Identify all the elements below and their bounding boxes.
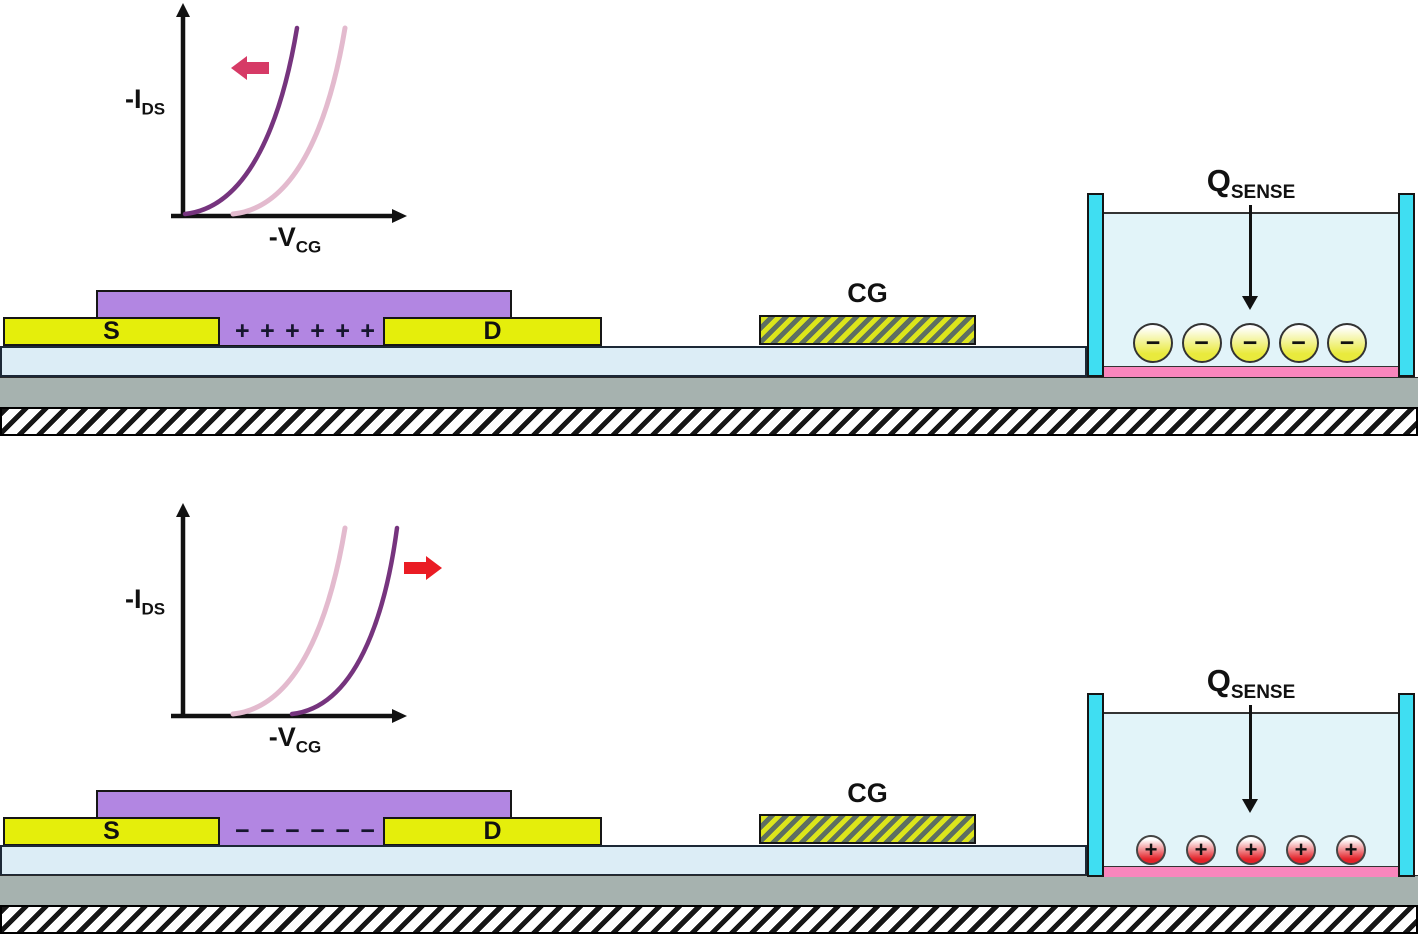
curve-shifted bbox=[289, 525, 400, 717]
channel-charge-symbol: + bbox=[285, 317, 300, 345]
qsense-arrow-line bbox=[1249, 205, 1252, 297]
channel-charge-symbol: + bbox=[335, 317, 350, 345]
well-right-wall bbox=[1398, 193, 1415, 377]
curve-initial bbox=[230, 25, 348, 217]
y-axis-arrow-icon bbox=[176, 503, 190, 517]
drain-electrode: D bbox=[383, 817, 602, 846]
channel-charge-symbol: − bbox=[335, 817, 350, 845]
drain-label: D bbox=[483, 317, 502, 345]
qsense-arrow-line bbox=[1249, 705, 1252, 800]
base-hatched-layer bbox=[0, 905, 1418, 934]
shift-arrow-right-icon bbox=[404, 556, 442, 580]
channel-charges: + + + + + + bbox=[235, 317, 375, 346]
drain-electrode: D bbox=[383, 317, 602, 346]
transfer-curve-plot-bottom: -IDS -VCG bbox=[115, 500, 455, 780]
channel-charge-symbol: − bbox=[360, 817, 375, 845]
source-label: S bbox=[103, 817, 120, 845]
negative-particle: − bbox=[1181, 323, 1222, 363]
charge-particles: −−−−− bbox=[1133, 323, 1367, 363]
qsense-label: QSENSE bbox=[1206, 163, 1296, 204]
curve-shifted bbox=[182, 25, 300, 217]
shift-arrow-left-icon bbox=[231, 56, 269, 80]
base-hatched-layer bbox=[0, 407, 1418, 436]
channel-charges: −−−−−− bbox=[235, 817, 375, 846]
negative-particle: − bbox=[1230, 323, 1270, 363]
channel-charge-symbol: − bbox=[285, 817, 300, 845]
x-axis-label: -VCG bbox=[268, 222, 322, 257]
source-electrode: S bbox=[3, 817, 220, 846]
curve-initial bbox=[230, 525, 348, 717]
channel-charge-symbol: − bbox=[260, 817, 275, 845]
positive-particle: + bbox=[1286, 835, 1316, 865]
channel-charge-symbol: + bbox=[310, 317, 325, 345]
negative-particle: − bbox=[1278, 323, 1319, 363]
control-gate-electrode bbox=[759, 814, 976, 844]
well-right-wall bbox=[1398, 693, 1415, 877]
dielectric-layer bbox=[0, 845, 1087, 876]
source-electrode: S bbox=[3, 317, 220, 346]
drain-label: D bbox=[483, 817, 502, 845]
qsense-arrow-head-icon bbox=[1242, 799, 1258, 813]
charge-particles: + + + + + bbox=[1136, 835, 1366, 865]
substrate-layer bbox=[0, 377, 1418, 407]
control-gate-label: CG bbox=[847, 778, 888, 808]
channel-charge-symbol: − bbox=[235, 817, 250, 845]
y-axis-label: -IDS bbox=[125, 584, 166, 619]
y-axis-label: -IDS bbox=[125, 84, 166, 119]
source-label: S bbox=[103, 317, 120, 345]
y-axis-arrow-icon bbox=[176, 3, 190, 17]
positive-particle: + bbox=[1236, 835, 1266, 865]
negative-particle: − bbox=[1133, 323, 1173, 363]
sensing-layer-pink bbox=[1104, 366, 1398, 377]
positive-particle: + bbox=[1136, 835, 1166, 865]
substrate-layer bbox=[0, 875, 1418, 905]
qsense-arrow-head-icon bbox=[1242, 296, 1258, 310]
x-axis-arrow-icon bbox=[392, 709, 407, 723]
well-left-wall bbox=[1087, 193, 1104, 377]
positive-particle: + bbox=[1186, 835, 1216, 865]
control-gate-label: CG bbox=[847, 278, 888, 308]
control-gate-electrode bbox=[759, 315, 976, 345]
transfer-curve-plot-top: -IDS -VCG bbox=[115, 0, 455, 280]
x-axis-label: -VCG bbox=[268, 722, 322, 757]
qsense-label: QSENSE bbox=[1206, 663, 1296, 704]
channel-charge-symbol: + bbox=[360, 317, 375, 345]
channel-charge-symbol: − bbox=[310, 817, 325, 845]
negative-particle: − bbox=[1327, 323, 1367, 363]
positive-particle: + bbox=[1336, 835, 1366, 865]
sensing-layer-pink bbox=[1104, 866, 1398, 877]
x-axis-arrow-icon bbox=[392, 209, 407, 223]
dielectric-layer bbox=[0, 346, 1087, 377]
channel-charge-symbol: + bbox=[235, 317, 250, 345]
channel-charge-symbol: + bbox=[260, 317, 275, 345]
well-left-wall bbox=[1087, 693, 1104, 877]
